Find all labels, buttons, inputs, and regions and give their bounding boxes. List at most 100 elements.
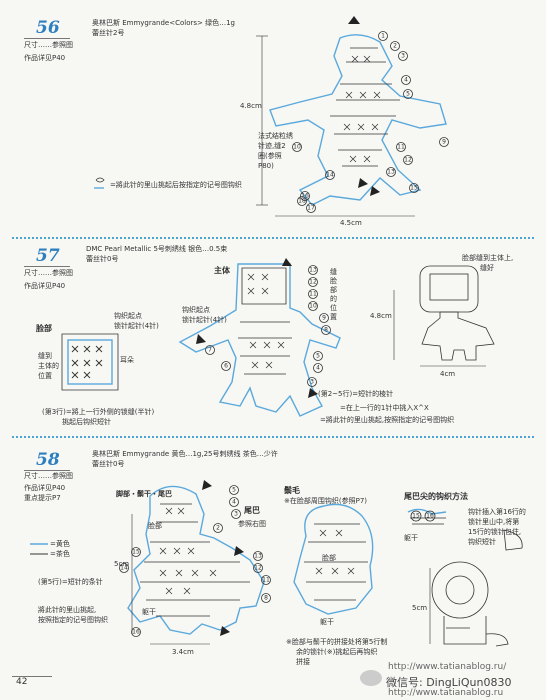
french-knot-note-2: 针迹,缝2 [258,142,286,150]
yarn-info: 奥林巴斯 Emmygrande 黄色…1g,25号刺绣线 茶色…少许 [92,450,278,458]
svg-text:16: 16 [426,513,434,520]
section-divider [12,237,534,239]
svg-text:17: 17 [307,205,315,212]
svg-text:14: 14 [120,565,128,572]
divider-line [24,266,70,267]
part-trunk2-label: 躯干 [320,618,334,626]
svg-text:15: 15 [410,185,418,192]
mane-join-note: ※脸部与鬃干的拼接处将第5行制 [286,638,388,646]
tail-side-label: 躯干 [404,534,418,542]
arrow-marker-icon [348,16,360,24]
part-face-label: 脸部 [148,522,162,530]
legend-back-loop-2: 按照指定的记号图钩织 [38,616,108,624]
work-label: 作品详见P40 [24,282,66,290]
height-dimension: 5cm [114,560,130,568]
legend-line-5: 挑起后钩织短针 [62,418,111,426]
svg-text:12: 12 [254,565,262,572]
body-start-label: 钩织起点 [182,306,210,314]
french-knot-note-4: P80) [258,162,274,170]
tail-note-1: 钩针插入第16行的 [468,508,526,516]
svg-text:5: 5 [406,91,410,98]
watermark-url: http://www.tatianablog.ru/ [388,662,507,672]
width-dimension: 4.5cm [340,219,362,227]
face-start-chain: 锁针起针(4针) [114,322,159,330]
svg-text:3: 3 [401,53,405,60]
french-knot-note: 法式结粒绣 [258,132,293,140]
dinosaur-chart: 1 2 3 4 5 9 10 11 12 13 14 15 16 17 18 [94,16,449,217]
hook-info: 蕾丝针2号 [92,29,125,37]
face-attach-label-3: 位置 [38,372,52,380]
svg-text:10: 10 [309,303,317,310]
height-dimension: 4.8cm [370,312,392,320]
legend-brown: =茶色 [50,550,70,558]
svg-text:4: 4 [404,77,408,84]
french-knot-note-3: 圈(参照 [258,152,282,160]
svg-text:12: 12 [404,157,412,164]
size-label: 尺寸……参照图 [24,269,73,277]
divider-line [24,470,70,471]
svg-text:11: 11 [262,577,270,584]
width-dimension: 3.4cm [172,648,194,656]
face-start-label: 钩织起点 [114,312,142,320]
svg-text:15: 15 [412,513,420,520]
legend-line-1: (第2~5行)=短针的棱针 [318,390,394,398]
part-mane-ref: ※在脸部周围钩织(参照P7) [284,497,368,505]
tail-note-2: 锁针里山中,将第 [468,518,520,526]
svg-text:18: 18 [298,198,306,205]
work-label: 作品详见P40 [24,54,66,62]
part-tail-ref: 参照右图 [238,520,266,528]
part-tail-label: 尾巴 [244,506,260,515]
svg-text:14: 14 [326,172,334,179]
legend-line-3: =將此针的里山挑起,按照指定的记号图钩织 [320,416,455,424]
ear-label: 耳朵 [120,356,134,364]
body-start-chain: 锁针起针(4针) [182,316,227,324]
svg-text:11: 11 [397,144,405,151]
section-58: 58 尺寸……参照图 作品详见P40 重点提示P7 奥林巴斯 Emmygrand… [0,438,546,700]
svg-text:8: 8 [324,327,328,334]
svg-text:9: 9 [322,315,326,322]
svg-text:13: 13 [309,267,317,274]
robot-chart: 13 12 11 10 9 8 5 4 3 7 6 [61,258,495,417]
mane-join-note-2: 余的锁针(※)挑起后再钩织 [296,648,378,656]
svg-text:4: 4 [316,365,320,372]
pattern-number: 56 [36,18,60,38]
legend-back-loop: 將此针的里山挑起, [38,606,97,614]
svg-text:13: 13 [254,553,262,560]
legend-line-4: (第3行)=將上一行外侧的锁缝(半针) [42,408,155,416]
legend-connect: =將此针的里山挑起后按指定的记号图钩织 [110,181,242,189]
svg-text:10: 10 [293,144,301,151]
svg-text:8: 8 [264,595,268,602]
legend-line-2: =在上一行的1针中挑入X^X [340,404,429,412]
svg-text:2: 2 [393,43,397,50]
svg-text:5: 5 [232,487,236,494]
svg-text:13: 13 [387,169,395,176]
svg-text:16: 16 [301,193,309,200]
part-feet-label: 脚部・鬃干・尾巴 [116,490,172,498]
size-label: 尺寸……参照图 [24,472,73,480]
size-label: 尺寸……参照图 [24,41,73,49]
face-attach-label: 缝到 [38,352,52,360]
part-trunk-label: 躯干 [142,608,156,616]
footer-line [12,676,52,677]
svg-text:2: 2 [216,525,220,532]
face-sew-note-2: 缝好 [480,264,494,272]
face-label: 脸部 [36,324,52,333]
watermark-url-2: http://www.tatianablog.ru [388,688,504,698]
section-divider [12,436,534,438]
svg-text:7: 7 [208,347,212,354]
svg-text:9: 9 [442,139,446,146]
row-number-circles: 1 2 3 4 5 9 10 11 12 13 14 15 16 17 18 [292,31,449,213]
legend-legs: (第5行)=短针的条针 [38,578,103,586]
svg-text:16: 16 [132,629,140,636]
width-dimension: 4cm [440,370,456,378]
tail-note-3: 15行的锁针包住, [468,528,522,536]
svg-text:15: 15 [132,549,140,556]
svg-text:3: 3 [234,511,238,518]
watermark-wechat: 微信号: DingLiQun0830 [386,676,512,689]
wechat-icon [360,670,382,686]
sew-position-label: 缝脸部的位置 [330,268,337,321]
svg-text:3: 3 [310,379,314,386]
body-label: 主体 [214,266,230,275]
hook-info: 蕾丝针0号 [86,255,119,263]
mane-join-note-3: 拼接 [296,658,310,666]
